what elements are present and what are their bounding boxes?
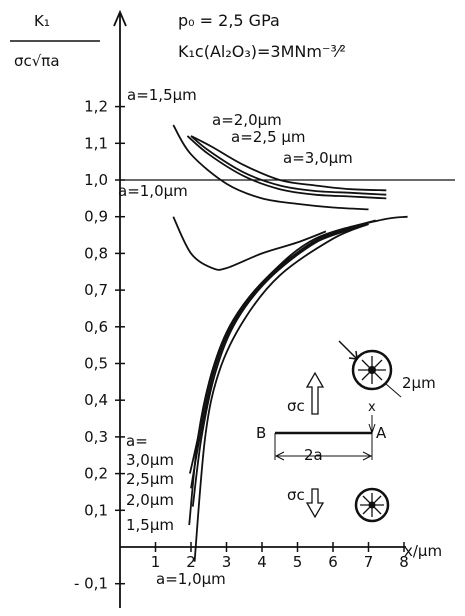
y-tick-label: 0,3 bbox=[84, 428, 108, 446]
y-tick-label: 0,6 bbox=[84, 318, 108, 336]
distance-leader bbox=[385, 383, 402, 398]
x-tick-label: 8 bbox=[399, 553, 409, 571]
x-tick-label: 1 bbox=[151, 553, 161, 571]
annotation-toughness: K₁c(Al₂O₃)=3MNm⁻³⁄² bbox=[178, 42, 346, 61]
y-axis-label-numerator: K₁ bbox=[34, 12, 50, 30]
series-line-10 bbox=[189, 215, 408, 474]
indenter-particle-lower bbox=[354, 487, 390, 523]
inset-schematic: σc σc 2a B A x 2μm bbox=[256, 340, 436, 523]
crack-length-label: 2a bbox=[304, 446, 323, 464]
series-line-8 bbox=[191, 223, 369, 507]
series-line-4 bbox=[190, 135, 387, 192]
series-line-5 bbox=[172, 216, 327, 271]
y-tick-label: 0,9 bbox=[84, 208, 108, 226]
series-line-2 bbox=[186, 135, 387, 200]
curve-label-2-0-lower: 2,0μm bbox=[126, 491, 174, 509]
y-tick-label: 0,2 bbox=[84, 465, 108, 483]
indenter-particle-upper bbox=[351, 349, 393, 391]
curve-label-1-0-upper: a=1,0μm bbox=[118, 182, 188, 200]
y-axis-label-denominator: σc√πa bbox=[14, 52, 60, 70]
load-arrow bbox=[338, 340, 358, 360]
point-b-label: B bbox=[256, 424, 266, 442]
x-tick-label: 5 bbox=[293, 553, 303, 571]
series-line-3 bbox=[190, 135, 387, 196]
y-tick-label: 0,1 bbox=[84, 501, 108, 519]
x-axis-label: x/μm bbox=[404, 542, 442, 560]
curve-label-2-5-lower: 2,5μm bbox=[126, 470, 174, 488]
x-tick-label: 7 bbox=[364, 553, 374, 571]
crack-dim-arrow-right bbox=[362, 451, 373, 461]
load-arrow-head bbox=[348, 350, 358, 360]
crack-dim-arrow-left bbox=[274, 451, 285, 461]
point-a-label: A bbox=[376, 424, 387, 442]
curve-label-2-0-upper: a=2,0μm bbox=[212, 111, 282, 129]
y-tick-label: 1,2 bbox=[84, 98, 108, 116]
y-tick-label: 0,7 bbox=[84, 281, 108, 299]
stress-arrow-up bbox=[305, 371, 325, 415]
distance-label: 2μm bbox=[402, 374, 436, 392]
curve-label-1-0-lower: a=1,0μm bbox=[156, 570, 226, 588]
series-line-9 bbox=[190, 219, 376, 489]
annotation-pressure: p₀ = 2,5 GPa bbox=[178, 11, 280, 30]
y-tick-label: 0,5 bbox=[84, 355, 108, 373]
curve-label-3-0-lower: 3,0μm bbox=[126, 451, 174, 469]
x-tick-label: 3 bbox=[222, 553, 232, 571]
y-tick-label: 0,8 bbox=[84, 244, 108, 262]
inset-stress-label-lower: σc bbox=[287, 486, 305, 504]
y-tick-label: - 0,1 bbox=[74, 575, 108, 593]
y-tick-label: 1,0 bbox=[84, 171, 108, 189]
series-line-7 bbox=[193, 223, 369, 562]
curve-label-3-0-upper: a=3,0μm bbox=[283, 149, 353, 167]
y-axis-arrow bbox=[113, 9, 127, 27]
curve-label-2-5-upper: a=2,5 μm bbox=[231, 128, 306, 146]
inset-x-arrow bbox=[368, 423, 376, 435]
inset-stress-label-upper: σc bbox=[287, 397, 305, 415]
curve-label-lower-prefix: a= bbox=[126, 432, 148, 450]
stress-arrow-down bbox=[305, 488, 325, 519]
curve-label-1-5-upper: a=1,5μm bbox=[127, 86, 197, 104]
inset-x-axis-label: x bbox=[368, 400, 376, 415]
x-tick-label: 4 bbox=[257, 553, 267, 571]
series-line-1 bbox=[172, 124, 369, 211]
x-tick-label: 6 bbox=[328, 553, 338, 571]
y-tick-label: 1,1 bbox=[84, 134, 108, 152]
x-tick-label: 2 bbox=[186, 553, 196, 571]
y-tick-label: 0,4 bbox=[84, 391, 108, 409]
curve-label-1-5-lower: 1,5μm bbox=[126, 516, 174, 534]
